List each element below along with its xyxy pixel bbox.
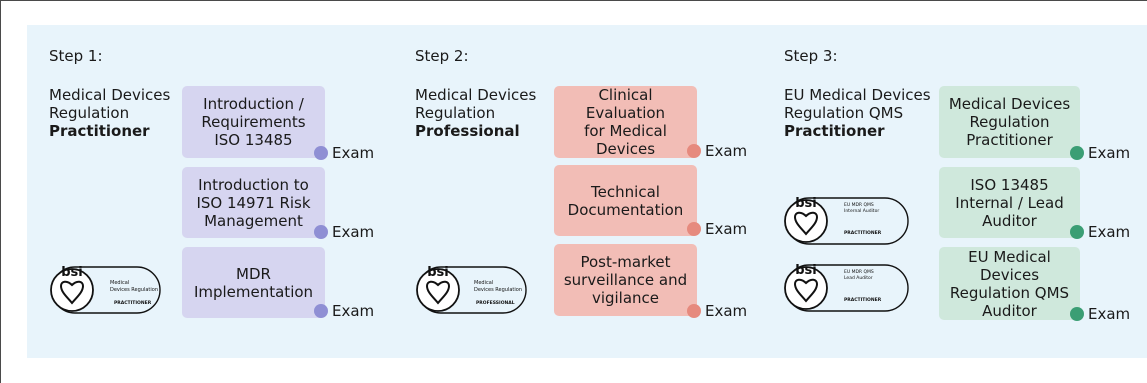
exam-label: Exam xyxy=(1088,305,1131,323)
exam-label: Exam xyxy=(1088,223,1131,241)
exam-marker: Exam xyxy=(314,302,374,320)
exam-label: Exam xyxy=(332,302,375,320)
course-post-market-surveillance[interactable]: Post-market surveillance and vigilance xyxy=(554,244,697,316)
course-technical-documentation[interactable]: Technical Documentation xyxy=(554,165,697,236)
exam-label: Exam xyxy=(705,142,748,160)
course-line: Auditor xyxy=(982,211,1037,230)
step-1-program-line: Regulation xyxy=(49,104,130,122)
course-line: Technical xyxy=(591,182,660,201)
course-mdr-practitioner[interactable]: Medical Devices Regulation Practitioner xyxy=(939,86,1080,158)
exam-label: Exam xyxy=(332,144,375,162)
bsi-qms-lead-auditor-badge-icon: bsi EU MDR QMS Lead Auditor PRACTITIONER xyxy=(784,263,909,312)
course-line: Clinical Evaluation xyxy=(585,86,666,122)
course-mdr-implementation[interactable]: MDR Implementation xyxy=(182,247,325,318)
course-line: Introduction / xyxy=(203,95,304,113)
course-line: Implementation xyxy=(193,282,314,301)
step-2-level: Professional xyxy=(415,122,520,140)
exam-label: Exam xyxy=(332,223,375,241)
bsi-label: bsi xyxy=(61,265,83,280)
exam-marker: Exam xyxy=(687,302,747,320)
exam-dot-icon xyxy=(314,146,328,160)
step-2-program-line: Regulation xyxy=(415,104,496,122)
exam-dot-icon xyxy=(687,144,701,158)
course-line: vigilance xyxy=(591,289,660,307)
badge-level: PROFESSIONAL xyxy=(476,300,515,306)
course-line: Devices xyxy=(595,140,656,158)
bsi-label: bsi xyxy=(795,263,817,278)
course-line: Practitioner xyxy=(966,131,1053,149)
badge-line: EU MDR QMS xyxy=(844,202,874,208)
exam-dot-icon xyxy=(687,222,701,236)
course-line: EU Medical Devices xyxy=(968,247,1051,284)
step-1-level: Practitioner xyxy=(49,122,150,140)
bsi-practitioner-badge-icon: bsi Medical Devices Regulation PRACTITIO… xyxy=(50,265,161,314)
badge-line: Devices Regulation xyxy=(474,287,522,293)
bsi-label: bsi xyxy=(795,196,817,211)
exam-marker: Exam xyxy=(687,142,747,160)
exam-marker: Exam xyxy=(314,223,374,241)
step-1-title: Step 1: xyxy=(49,47,103,65)
exam-marker: Exam xyxy=(1070,305,1130,323)
exam-dot-icon xyxy=(1070,225,1084,239)
exam-dot-icon xyxy=(314,304,328,318)
course-intro-iso-14971[interactable]: Introduction to ISO 14971 Risk Managemen… xyxy=(182,167,325,238)
step-3-title: Step 3: xyxy=(784,47,838,65)
exam-marker: Exam xyxy=(314,144,374,162)
course-line: ISO 14971 Risk xyxy=(196,193,311,212)
badge-level: PRACTITIONER xyxy=(114,300,152,306)
exam-marker: Exam xyxy=(1070,144,1130,162)
badge-line: Medical xyxy=(474,280,493,286)
exam-marker: Exam xyxy=(687,220,747,238)
badge-line: Devices Regulation xyxy=(110,287,158,293)
course-iso-13485-auditor[interactable]: ISO 13485 Internal / Lead Auditor xyxy=(939,167,1080,238)
exam-label: Exam xyxy=(705,302,748,320)
course-mdr-qms-auditor[interactable]: EU Medical Devices Regulation QMS Audito… xyxy=(939,247,1080,320)
exam-label: Exam xyxy=(705,220,748,238)
course-line: surveillance and xyxy=(563,271,688,289)
course-intro-iso-13485[interactable]: Introduction / Requirements ISO 13485 xyxy=(182,86,325,158)
step-3-level: Practitioner xyxy=(784,122,885,140)
course-line: Introduction to xyxy=(198,175,309,194)
exam-dot-icon xyxy=(687,304,701,318)
course-line: ISO 13485 xyxy=(214,131,293,149)
exam-marker: Exam xyxy=(1070,223,1130,241)
course-line: Medical Devices xyxy=(948,95,1071,113)
step-1-program: Medical Devices Regulation Practitioner xyxy=(49,86,179,140)
bsi-label: bsi xyxy=(427,265,449,280)
badge-line: Lead Auditor xyxy=(844,275,873,281)
step-2-program-line: Medical Devices xyxy=(415,86,537,104)
course-line: for Medical xyxy=(584,122,667,140)
bsi-qms-internal-auditor-badge-icon: bsi EU MDR QMS Internal Auditor PRACTITI… xyxy=(784,196,909,245)
course-line: MDR xyxy=(236,264,271,283)
badge-line: EU MDR QMS xyxy=(844,269,874,275)
course-line: Requirements xyxy=(201,113,306,131)
badge-line: Medical xyxy=(110,280,129,286)
course-line: Regulation xyxy=(969,113,1050,131)
step-2-title: Step 2: xyxy=(415,47,469,65)
exam-label: Exam xyxy=(1088,144,1131,162)
exam-dot-icon xyxy=(314,225,328,239)
course-line: ISO 13485 xyxy=(970,175,1049,194)
course-line: Documentation xyxy=(567,200,684,219)
badge-level: PRACTITIONER xyxy=(844,230,882,236)
step-3-program-line: Regulation QMS xyxy=(784,104,904,122)
step-3-program: EU Medical Devices Regulation QMS Practi… xyxy=(784,86,934,140)
step-1-program-line: Medical Devices xyxy=(49,86,171,104)
step-3-program-line: EU Medical Devices xyxy=(784,86,931,104)
badge-level: PRACTITIONER xyxy=(844,297,882,303)
course-clinical-evaluation[interactable]: Clinical Evaluation for Medical Devices xyxy=(554,86,697,158)
exam-dot-icon xyxy=(1070,146,1084,160)
course-line: Internal / Lead xyxy=(955,193,1064,212)
course-line: Management xyxy=(204,211,303,230)
bsi-professional-badge-icon: bsi Medical Devices Regulation PROFESSIO… xyxy=(416,265,527,314)
course-line: Auditor xyxy=(982,301,1037,320)
exam-dot-icon xyxy=(1070,307,1084,321)
course-line: Post-market xyxy=(580,253,671,271)
step-2-program: Medical Devices Regulation Professional xyxy=(415,86,545,140)
course-line: Regulation QMS xyxy=(949,283,1070,302)
badge-line: Internal Auditor xyxy=(844,208,879,214)
